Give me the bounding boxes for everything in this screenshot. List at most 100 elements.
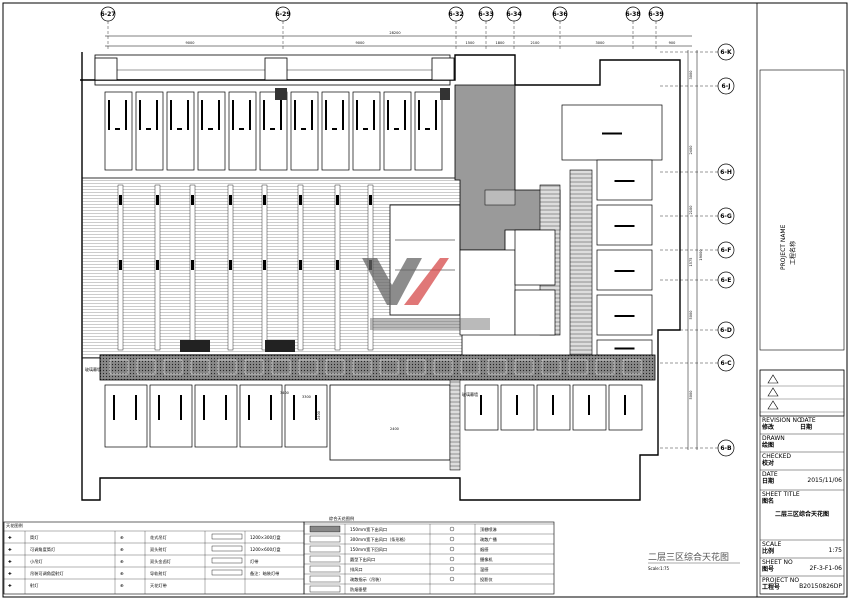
column-axis-bubble xyxy=(648,6,664,22)
title-block-value: 1:75 xyxy=(829,547,843,554)
inner-dim-2: 3400 xyxy=(280,391,289,395)
column-axis-bubble xyxy=(552,6,568,22)
legend-symbol xyxy=(309,525,341,533)
top-dimension-line: 28200 9000 9000 1500 1800 2100 3000 900 xyxy=(105,31,692,47)
row-axis-label: 6-B xyxy=(720,445,732,452)
legend-item-label: 温感 xyxy=(480,566,488,573)
title-block-label-cn: 绘图 xyxy=(762,441,774,449)
legend-item-label: 1200×300灯盘 xyxy=(250,534,281,541)
revision-triangle xyxy=(767,400,779,410)
inner-dim-3: 2400 xyxy=(390,427,399,431)
row-axes: 6-K6-J6-H6-G6-F6-E6-D6-C6-B xyxy=(660,43,735,457)
row-axis-bubble xyxy=(717,271,735,289)
legend-item-label: 排风口 xyxy=(350,566,363,573)
row-axis-label: 6-E xyxy=(721,277,732,284)
row-axis-label: 6-K xyxy=(720,49,732,56)
legend-symbol xyxy=(309,575,341,583)
legend-item-label: 灯带 xyxy=(250,558,258,565)
column-axis-label: 6-38 xyxy=(625,11,640,18)
title-block-label-cn: 修改 xyxy=(761,423,775,431)
column-axis-label: 6-34 xyxy=(506,11,521,18)
legend-item-label: 双头金卤灯 xyxy=(150,558,172,565)
legend-item-label: 导轨射灯 xyxy=(150,570,168,577)
column-axis-label: 6-36 xyxy=(552,11,567,18)
row-axis-bubble xyxy=(717,354,735,372)
top-dim-3: 1500 xyxy=(466,41,475,45)
legend-symbol: ✚ xyxy=(8,547,12,552)
legend-symbol xyxy=(449,576,455,582)
row-axis-bubble xyxy=(717,163,735,181)
inner-dim-1: 3300 xyxy=(302,395,311,399)
project-name-label: PROJECT NAME xyxy=(780,224,787,270)
legend-symbol xyxy=(449,536,455,542)
legend-item-label: 小吊灯 xyxy=(30,558,43,565)
right-total-dim: 19000 xyxy=(699,249,703,260)
column-axis-label: 6-29 xyxy=(275,11,290,18)
legend-item-label: 烟感 xyxy=(480,546,488,553)
legend-symbol xyxy=(309,535,341,543)
legend-symbol: ⊕ xyxy=(120,571,124,576)
legend-symbol: ✚ xyxy=(8,535,12,540)
legend-item-label: 圆型下出风口 xyxy=(350,556,375,563)
legend-item-label: 筒灯 xyxy=(30,534,39,541)
title-block-label-cn: 日期 xyxy=(762,477,774,485)
row-axis-bubble xyxy=(717,207,735,225)
title-block-value: 2F-3-F1-06 xyxy=(810,565,843,572)
title-block-label-cn: 比例 xyxy=(762,547,774,555)
top-dim-1: 9000 xyxy=(186,41,195,45)
column-axis-label: 6-33 xyxy=(478,11,493,18)
office-room xyxy=(104,384,148,448)
right-dim-2: 2400 xyxy=(689,146,693,155)
legend-item-label: 顶棚喷淋 xyxy=(480,526,498,533)
title-block-label: CHECKED xyxy=(762,453,791,460)
legend-item-label: 防烟垂壁 xyxy=(350,586,367,593)
legend-item-label: 1200×600灯盘 xyxy=(250,546,281,553)
row-axis-label: 6-H xyxy=(720,169,732,176)
title-block-value: B20150826DP xyxy=(799,583,842,590)
title-block-label: SHEET NO xyxy=(762,559,793,566)
title-block-label: DRAWN xyxy=(762,435,785,442)
title-block-label-cn: 图名 xyxy=(762,497,774,505)
column-axis-bubble xyxy=(275,6,291,22)
revision-triangle xyxy=(767,387,779,397)
right-dimension-line: 3000 2400 2100 1575 5000 5000 19000 xyxy=(687,50,703,450)
legend-item-label: 天花灯带 xyxy=(150,582,167,589)
top-dim-5: 2100 xyxy=(531,41,540,45)
row-axis-label: 6-C xyxy=(720,360,732,367)
legend-item-label: 150mm宽下回风口 xyxy=(350,546,387,553)
title-block-label: PROJECT NO xyxy=(762,577,799,584)
row-axis-label: 6-F xyxy=(721,247,732,254)
column-axis-bubble xyxy=(100,6,116,22)
title-block-value: 2015/11/06 xyxy=(807,477,842,484)
row-axis-bubble xyxy=(717,241,735,259)
legend-symbol xyxy=(449,566,455,572)
legend-item-label: 摄像机 xyxy=(480,556,493,563)
office-room xyxy=(166,91,195,171)
legend-left-title: 天花图例 xyxy=(6,522,23,529)
column-axis-label: 6-27 xyxy=(100,11,115,18)
right-dim-6: 5000 xyxy=(689,391,693,400)
legend-item-label: 双头射灯 xyxy=(150,546,168,553)
legend-item-label: 疏散指示（吊装） xyxy=(350,576,384,583)
legend-item-label: 投影仪 xyxy=(480,576,493,583)
row-axis-label: 6-J xyxy=(722,83,731,90)
top-dim-6: 3000 xyxy=(596,41,605,45)
top-total-dim: 28200 xyxy=(389,31,400,35)
legend-symbol xyxy=(449,526,455,532)
floor-plan: 玻璃幕墙 玻璃幕墙 3300 3400 2400 2400 xyxy=(80,52,681,501)
row-axis-label: 6-D xyxy=(720,327,732,334)
legend-item-label: 150mm宽下出风口 xyxy=(350,526,387,533)
legend-item-label: 射灯 xyxy=(30,582,39,589)
legend-right-title: 综合天花图例 xyxy=(329,515,354,522)
legend-item-label: 300mm宽下出风口（条形格） xyxy=(350,536,408,543)
legend-symbol: ✚ xyxy=(8,559,12,564)
title-block-label-cn: 校对 xyxy=(762,459,774,467)
title-block-label: REVISION NO xyxy=(762,417,802,424)
legend-item-label: 吊装可调角度射灯 xyxy=(30,570,64,577)
right-dim-3: 2100 xyxy=(689,206,693,215)
legend-item-label: 可调角度筒灯 xyxy=(30,546,56,553)
column-axis-bubble xyxy=(448,6,464,22)
